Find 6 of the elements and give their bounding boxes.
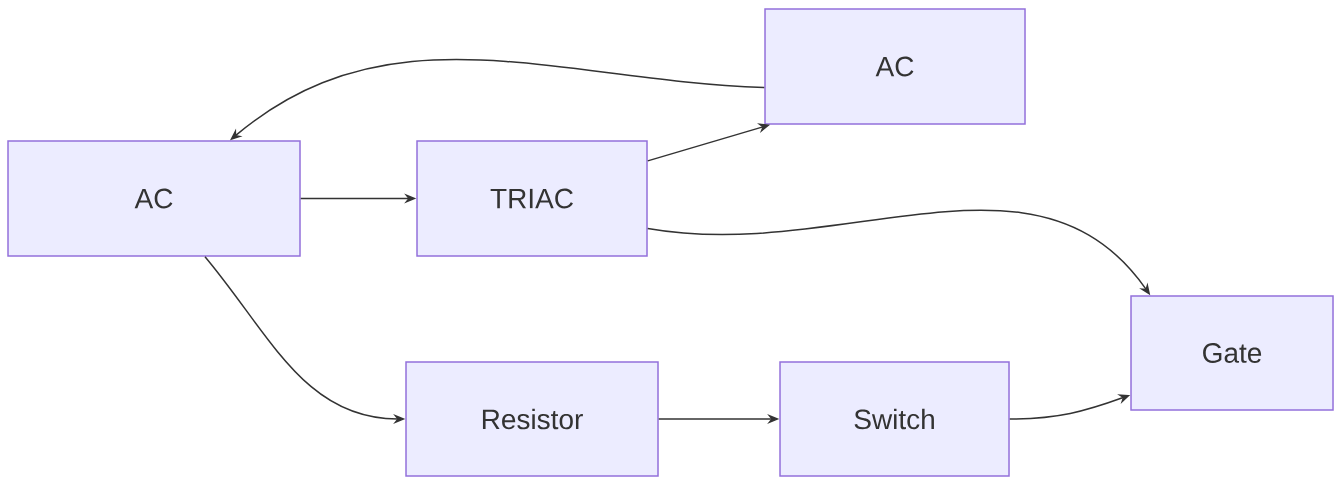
process-box: Switch <box>779 361 1010 477</box>
process-box: AC <box>7 140 301 257</box>
process-box: TRIAC <box>416 140 648 257</box>
process-box: Gate <box>1130 295 1334 411</box>
process-box: Resistor <box>405 361 659 477</box>
process-box: AC <box>764 8 1026 125</box>
